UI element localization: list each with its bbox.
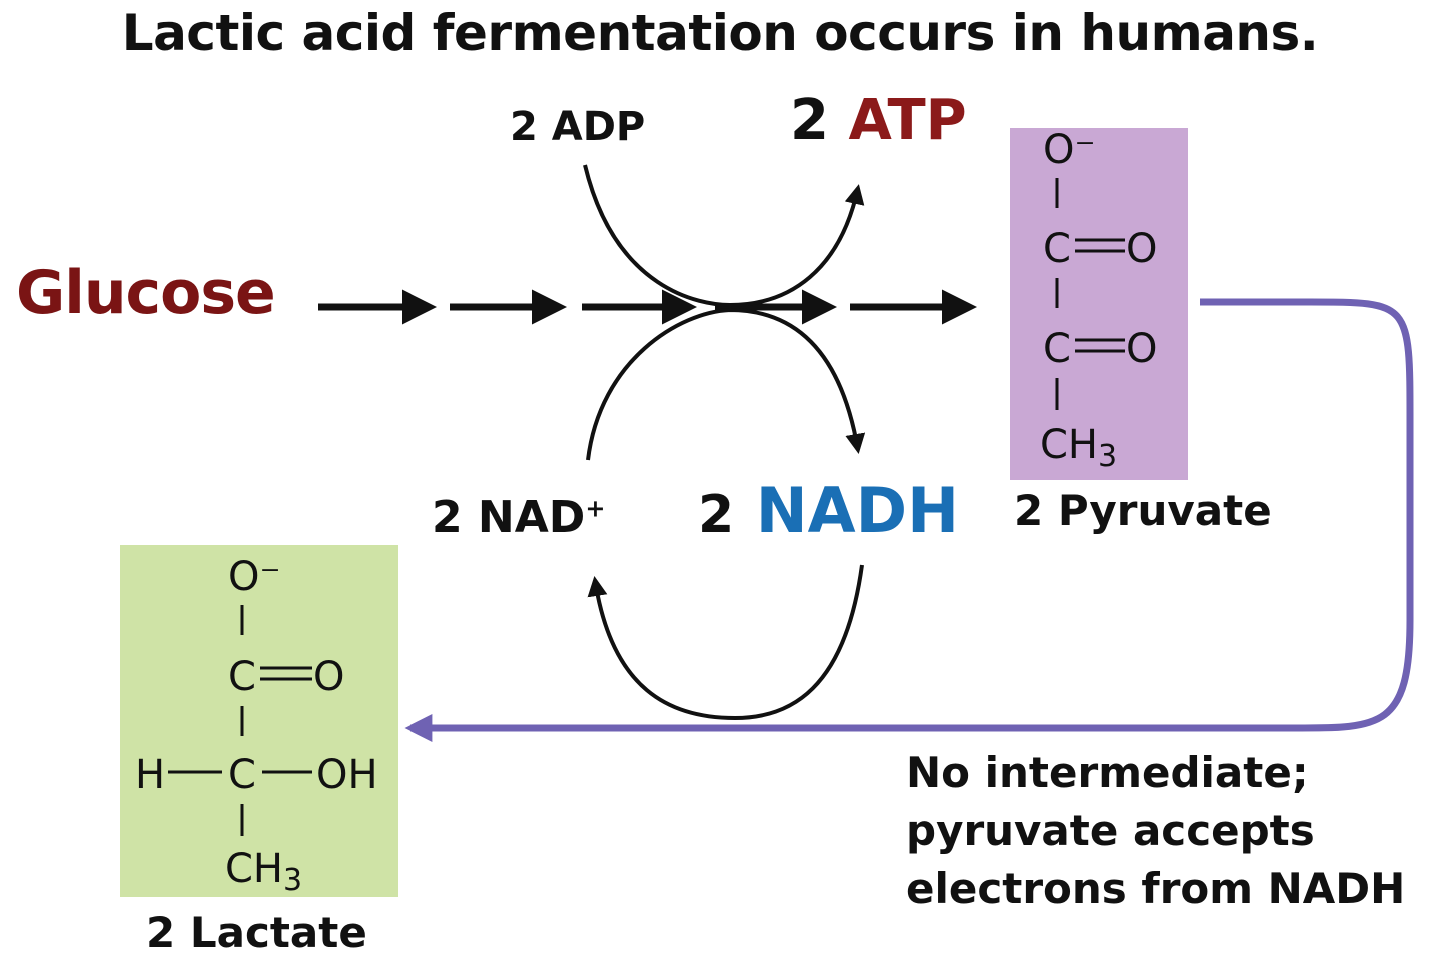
nad-plus-label: 2 NAD+: [432, 492, 605, 543]
atp-coefficient: 2: [790, 88, 829, 153]
glucose-label: Glucose: [16, 258, 276, 328]
pyruvate-ch3: CH3: [1040, 422, 1117, 474]
lactate-c1: C: [228, 654, 256, 700]
nadh-nad-curve: [587, 564, 864, 721]
lactate-oh: OH: [316, 752, 378, 798]
lactate-o1: O: [313, 654, 344, 700]
nad-nadh-curve: [586, 307, 866, 461]
atp-group: 2 ATP: [790, 88, 967, 153]
pyruvate-o-minus: O⁻: [1043, 127, 1096, 173]
nadh-label: NADH: [755, 474, 960, 547]
note-line-2: pyruvate accepts: [906, 806, 1315, 855]
nad-plus-superscript: +: [585, 494, 606, 523]
lactate-c2: C: [228, 752, 256, 798]
pyruvate-label: 2 Pyruvate: [1014, 486, 1272, 535]
atp-label: ATP: [848, 88, 967, 153]
adp-atp-curve: [583, 164, 865, 308]
pyruvate-o1: O: [1126, 226, 1157, 272]
pyruvate-box: [1010, 128, 1188, 480]
pyruvate-to-lactate-arrow: [404, 298, 1414, 742]
adp-label: 2 ADP: [510, 104, 646, 150]
nadh-group: 2 NADH: [698, 474, 959, 547]
pyruvate-o2: O: [1126, 326, 1157, 372]
note-text: No intermediate; pyruvate accepts electr…: [906, 744, 1405, 918]
nadh-coefficient: 2: [698, 485, 735, 545]
lactate-h: H: [135, 752, 165, 798]
pyruvate-c1: C: [1043, 226, 1071, 272]
lactate-box: [120, 545, 398, 897]
lactate-label: 2 Lactate: [146, 908, 367, 957]
lactate-structure: O⁻ C O H C OH CH3: [135, 554, 378, 898]
note-line-3: electrons from NADH: [906, 864, 1406, 913]
note-line-1: No intermediate;: [906, 748, 1309, 797]
lactate-ch3: CH3: [225, 846, 302, 898]
pyruvate-c2: C: [1043, 326, 1071, 372]
pyruvate-structure: O⁻ C O C O CH3: [1040, 127, 1157, 474]
diagram-title: Lactic acid fermentation occurs in human…: [121, 4, 1319, 62]
nad-plus-text: 2 NAD: [432, 492, 586, 543]
lactate-o-minus: O⁻: [228, 554, 281, 600]
